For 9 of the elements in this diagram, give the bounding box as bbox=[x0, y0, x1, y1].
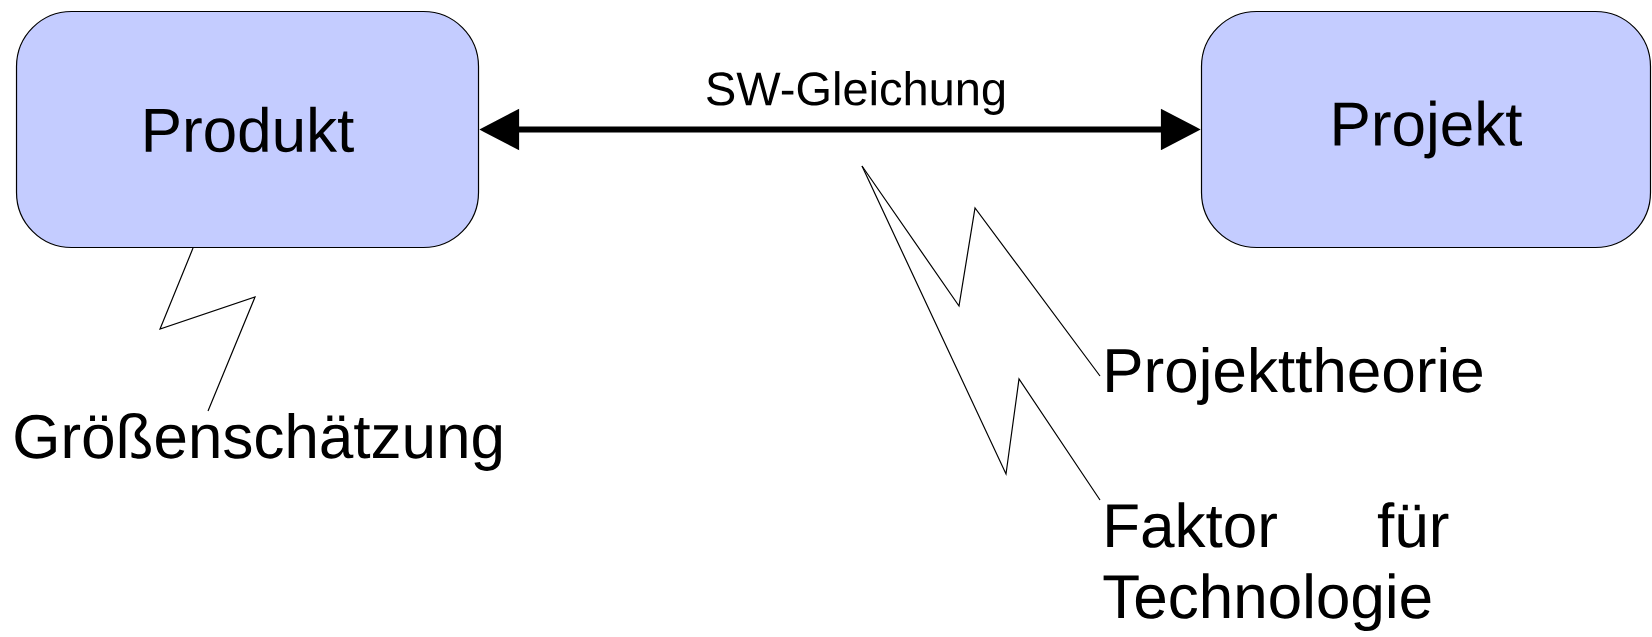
leader-line bbox=[861, 165, 1101, 501]
leader-line bbox=[158, 247, 257, 412]
annotation-text: Faktor für Technologie bbox=[1103, 502, 1449, 631]
annotation-text: Projekttheorie bbox=[1107, 347, 1482, 405]
rounded-box: Projekt bbox=[1200, 10, 1652, 249]
edge-label: SW-Gleichung bbox=[702, 69, 1010, 117]
annotation-text: Größenschätzung bbox=[15, 413, 501, 471]
rounded-box: Produkt bbox=[15, 10, 480, 249]
leader-line bbox=[861, 165, 1101, 377]
